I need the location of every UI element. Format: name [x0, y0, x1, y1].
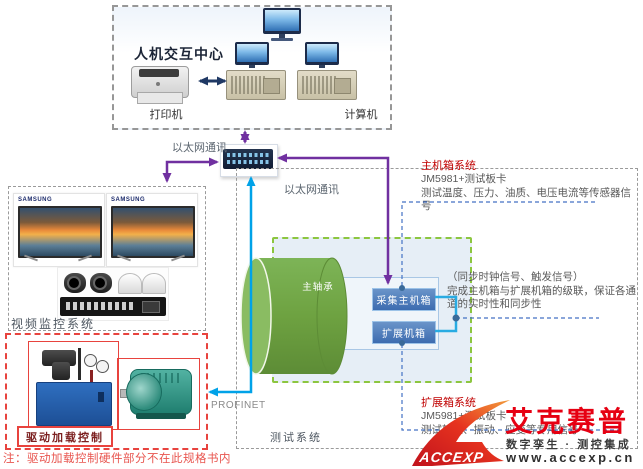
drive-control-label-box: 驱动加载控制 [17, 426, 113, 447]
sync-note-line2: 完成主机箱与扩展机箱的级联，保证各通道的实时性和同步性 [447, 284, 636, 311]
drive-note: 注：驱动加载控制硬件部分不在此规格书内 [3, 453, 231, 465]
logo-brand-cn: 艾克赛普 [505, 407, 630, 438]
tv-brand-label: SAMSUNG [111, 197, 146, 203]
rack-computer-icon [226, 70, 286, 100]
monitor-icon [305, 42, 339, 65]
tv-icon: SAMSUNG [13, 193, 105, 267]
monitor-icon [235, 42, 269, 65]
logo-url: www.accexp.cn [506, 450, 635, 465]
bearing-label: 主轴承 [302, 281, 334, 293]
sync-note-line1: （同步时钟信号、触发信号） [447, 271, 584, 283]
bearing-cylinder: 主轴承 [240, 257, 348, 375]
ext-chassis-label: 扩展机箱 [382, 329, 426, 340]
tv-icon: SAMSUNG [106, 193, 198, 267]
main-chassis-label: 采集主机箱 [376, 296, 432, 307]
accexp-logo: ACCEXP 艾克赛普 数字孪生 · 测控集成 www.accexp.cn [406, 398, 643, 469]
tv-brand-label: SAMSUNG [18, 197, 53, 203]
main-chassis-system-line1: JM5981+测试板卡 [421, 173, 507, 185]
logo-brand-en: ACCEXP [418, 449, 485, 465]
cctv-dvr-icon [57, 267, 169, 321]
rack-computer-icon [297, 70, 357, 100]
motor-icon [120, 363, 196, 423]
ethernet-switch-icon [223, 149, 273, 169]
monitor-stand [249, 65, 255, 68]
hmi-center-title: 人机交互中心 [134, 46, 224, 62]
monitor-base [271, 38, 293, 41]
main-chassis-system-desc: 主机箱系统 JM5981+测试板卡 测试温度、压力、油质、电压电流等传感器信号 [421, 157, 636, 214]
logo-tagline: 数字孪生 · 测控集成 [506, 439, 632, 451]
test-system-label: 测试系统 [270, 432, 322, 444]
main-chassis-system-line2: 测试温度、压力、油质、电压电流等传感器信号 [421, 186, 631, 213]
monitor-icon [263, 8, 301, 34]
ext-chassis-box: 扩展机箱 [372, 321, 436, 344]
hydraulic-unit-icon [32, 344, 114, 426]
ethernet-label-left: 以太网通讯 [172, 142, 227, 154]
profinet-label: PROFINET [211, 400, 266, 411]
main-chassis-system-title: 主机箱系统 [421, 160, 476, 172]
drive-control-label: 驱动加载控制 [26, 431, 104, 444]
main-chassis-box: 采集主机箱 [372, 288, 436, 311]
sync-note: （同步时钟信号、触发信号） 完成主机箱与扩展机箱的级联，保证各通道的实时性和同步… [447, 271, 643, 312]
printer-icon [129, 62, 191, 106]
motor-frame [117, 358, 200, 430]
printer-label: 打印机 [149, 109, 183, 121]
logo-swoosh: ACCEXP [412, 400, 510, 466]
monitor-stand [279, 34, 285, 38]
video-monitoring-label: 视频监控系统 [11, 317, 96, 331]
monitor-stand [319, 65, 325, 68]
arrow-switch-video [162, 157, 219, 183]
computer-label: 计算机 [344, 109, 378, 121]
